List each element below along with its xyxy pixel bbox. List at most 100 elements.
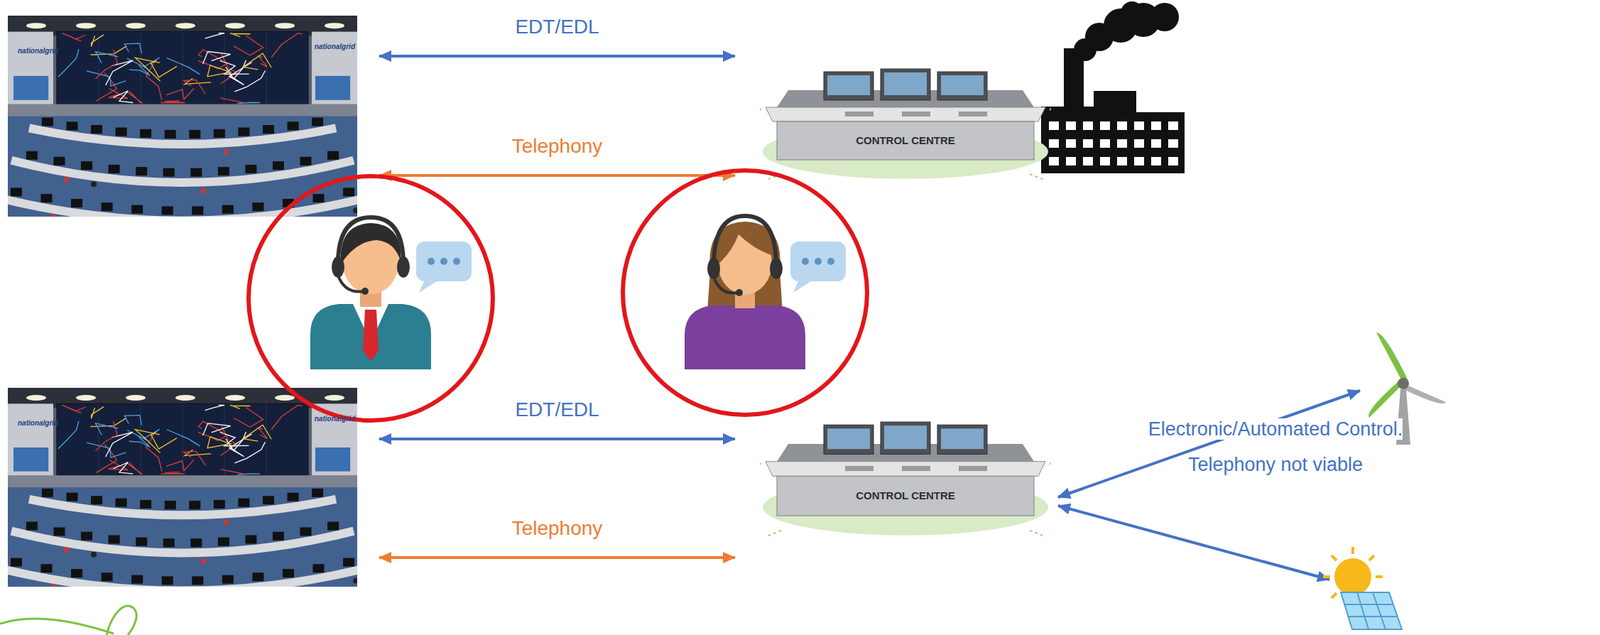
control-room-scene-part (313, 193, 325, 203)
control-desk-scene-part (937, 71, 988, 101)
control-centre-desk: CONTROL CENTRE (759, 67, 1052, 182)
control-room-scene-part (166, 429, 200, 446)
control-room-image (7, 387, 358, 587)
control-room-scene-part (266, 403, 268, 476)
control-room-scene-part (272, 161, 285, 170)
control-room-scene-part (175, 394, 196, 401)
note-slot: Electronic/Automated Control. Telephony … (1119, 411, 1432, 483)
control-room-scene-part (343, 187, 355, 197)
control-room-scene-part (90, 181, 97, 187)
control-room-scene-part (311, 403, 358, 488)
speech-dot (827, 257, 835, 265)
control-room-scene-part (274, 394, 295, 401)
turbine-blade (1376, 332, 1408, 384)
headset-ear (707, 257, 721, 280)
control-room-scene-part (115, 127, 128, 136)
control-room-scene-part (56, 31, 309, 105)
control-centre-desk: CONTROL CENTRE (759, 420, 1052, 538)
control-room-scene-part (203, 423, 231, 436)
control-desk-scene-part (880, 68, 931, 101)
control-room-scene-part (223, 519, 230, 526)
control-room-scene-part (58, 49, 79, 77)
control-desk-scene-part (1029, 173, 1044, 180)
control-room-scene-part (161, 575, 174, 585)
control-room-scene-part (315, 75, 351, 101)
control-desk-scene-part (901, 111, 931, 117)
control-room-scene-part (200, 558, 206, 564)
edge-label-slot: Telephony (509, 134, 606, 159)
control-room-scene-part (161, 205, 174, 215)
control-room-scene-part (166, 459, 194, 471)
control-room-scene (7, 15, 358, 217)
control-room-scene-part (80, 531, 93, 541)
control-room-scene-part (237, 127, 250, 136)
control-desk-scene-part (1049, 449, 1052, 465)
speech-dot (427, 257, 435, 265)
control-desk-scene-part (765, 461, 1046, 477)
control-room-scene-part (7, 487, 358, 587)
sun-ray (1323, 575, 1331, 579)
speech-dot (801, 257, 809, 265)
control-desk-scene-part (1049, 95, 1052, 111)
control-room-scene-part (105, 431, 133, 457)
annotation-text: Electronic/Automated Control. Telephony … (1148, 418, 1404, 476)
control-room-scene-part (287, 492, 299, 502)
control-room-scene-part (53, 156, 65, 166)
headset-band (713, 215, 777, 266)
control-room-scene-part (7, 116, 358, 218)
control-desk-scene (759, 421, 1052, 537)
control-room-photo: nationalgrid nationalgrid (7, 387, 358, 587)
control-room-scene-part (220, 98, 245, 103)
double-arrow-connector (379, 54, 736, 58)
control-room-scene-part (198, 432, 227, 442)
operator-tie (362, 309, 379, 361)
logo-squiggle (0, 605, 137, 635)
control-room-scene-part (131, 205, 143, 214)
speech-bubble (416, 241, 472, 282)
control-room-scene-part (266, 31, 268, 105)
control-room-scene-part (75, 394, 96, 401)
control-room-scene-part (90, 495, 103, 505)
headset-band (338, 217, 404, 265)
control-room-scene-part (124, 415, 143, 426)
control-room-scene-part (26, 521, 38, 531)
control-room-scene-part (190, 538, 202, 547)
speech-dot (814, 257, 822, 265)
control-room-scene-part (198, 421, 226, 434)
text-slot: nationalgrid (17, 418, 59, 428)
control-room-scene-part (108, 460, 128, 471)
control-room-scene-part (7, 403, 54, 488)
control-room-scene-part (258, 56, 268, 67)
control-room-scene-part (237, 498, 250, 508)
control-room-scene-part (163, 538, 175, 547)
edge-label-slot: Telephony (509, 516, 606, 541)
control-room-scene-part (50, 213, 57, 217)
control-room-scene-part (220, 469, 245, 474)
control-desk-scene-part (776, 121, 1034, 160)
control-room-scene-part (311, 117, 324, 127)
logo-text: nationalgrid (17, 418, 59, 428)
control-room-scene-part (205, 33, 225, 39)
control-room-scene-part (139, 129, 152, 138)
control-room-scene-part (198, 60, 227, 69)
control-room-scene-part (218, 166, 230, 176)
control-desk-scene-part (759, 449, 762, 465)
control-room-scene-part (112, 462, 133, 474)
operator-man (310, 217, 472, 370)
control-desk-scene-part (940, 75, 984, 96)
control-room-scene-part (163, 168, 175, 177)
operator-body (310, 303, 432, 370)
control-desk-scene-part (845, 465, 874, 471)
factory-windows (1046, 119, 1182, 171)
text-slot: nationalgrid (314, 414, 356, 424)
control-room-scene-part (234, 441, 265, 463)
control-desk-scene-part (958, 111, 988, 117)
control-room-photo: nationalgridnationalgrid (7, 15, 358, 217)
control-room-scene-part (26, 151, 38, 160)
control-room-scene-part (127, 90, 143, 103)
control-room-scene-part (7, 196, 358, 217)
edge-label-slot: EDT/EDL (512, 397, 602, 422)
control-room-scene-part (237, 102, 260, 103)
headset-mic (338, 275, 364, 292)
control-room-scene-part (129, 65, 151, 76)
